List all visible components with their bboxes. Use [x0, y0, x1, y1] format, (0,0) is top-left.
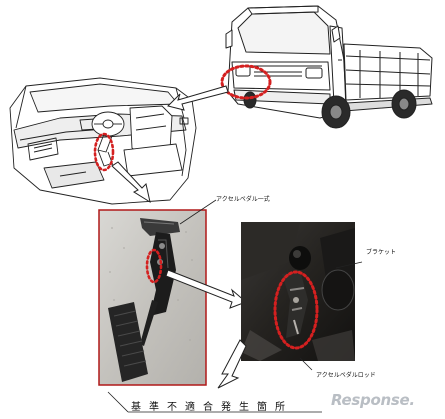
truck-to-cabin-arrow: [167, 85, 229, 111]
leader-lines: [179, 199, 363, 371]
pedal-highlight-circle: [145, 248, 163, 284]
pedal-photo: [98, 209, 207, 386]
truck-highlight-circle: [220, 64, 272, 100]
bracket-label: ブラケット: [366, 249, 397, 256]
truck-illustration: [225, 5, 433, 129]
watermark: Response.: [331, 391, 415, 409]
pedal-assembly-label: アクセルペダル一式: [216, 196, 270, 203]
pedal-rod-label: アクセルペダルロッド: [316, 372, 376, 379]
bracket-to-footer-arrow: [217, 339, 247, 389]
footer-title: 基準不適合発生箇所: [131, 402, 293, 413]
pedal-to-bracket-arrow: [165, 269, 247, 309]
cabin-illustration: [9, 77, 197, 205]
cabin-highlight-circle: [93, 132, 115, 172]
bracket-photo: [241, 222, 355, 361]
cabin-to-pedal-arrow: [111, 161, 151, 204]
footer-underline: [107, 391, 129, 413]
bracket-highlight-circle: [273, 270, 319, 350]
